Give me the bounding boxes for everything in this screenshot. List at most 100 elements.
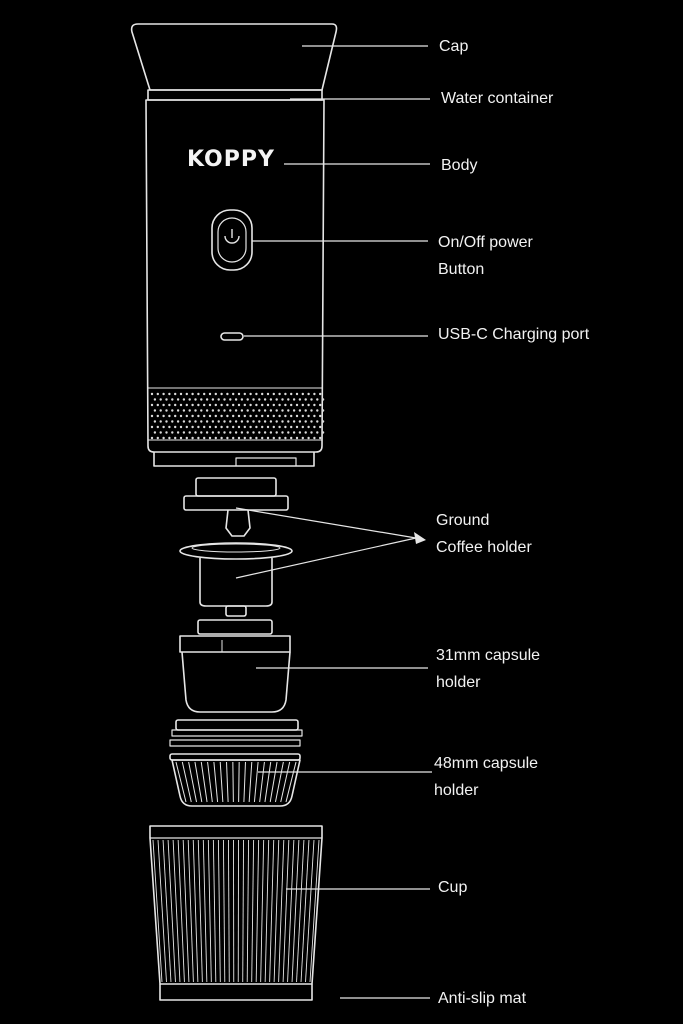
label-power-button-1: On/Off power (438, 234, 533, 251)
grille-dot (284, 414, 287, 418)
grille-dot (266, 392, 270, 396)
grille-dot (263, 409, 267, 412)
grille-dot (258, 409, 261, 412)
grille-dot (284, 425, 287, 429)
grille-dot (214, 436, 217, 440)
capsule48-rib (280, 761, 291, 803)
grille-dot (191, 403, 194, 407)
grille-dot (319, 436, 322, 440)
label-coffee-holder-2: Coffee holder (436, 539, 532, 556)
grille-dot (205, 398, 209, 401)
grille-dot (171, 398, 174, 401)
grille-dot (319, 403, 322, 407)
grille-dot (313, 436, 316, 440)
grille-dot (269, 420, 273, 423)
grille-dot (211, 409, 215, 412)
grille-dot (292, 420, 296, 423)
grille-dot (159, 409, 162, 412)
grille-dot (188, 431, 191, 434)
grille-dot (223, 398, 226, 401)
grille-dot (295, 425, 299, 429)
grille-dot (278, 425, 281, 429)
cup-rib (251, 839, 255, 983)
grille-dot (310, 420, 313, 423)
capsule48-rib (253, 761, 259, 803)
capsule48-rib (259, 761, 265, 803)
grille-dot (168, 414, 171, 418)
grille-dot (243, 392, 246, 396)
grille-dot (275, 420, 278, 423)
grille-dot (203, 403, 206, 407)
grille-dot (237, 392, 241, 396)
grille-dot (263, 420, 267, 423)
grille-dot (176, 431, 180, 434)
grille-dot (304, 398, 307, 401)
grille-dot (292, 398, 296, 401)
vent-grille (150, 392, 325, 440)
grille-dot (275, 409, 278, 412)
grille-dot (310, 431, 313, 434)
capsule48-rib (207, 761, 213, 803)
grille-dot (165, 431, 168, 434)
grille-dot (243, 414, 246, 418)
grille-dot (249, 425, 252, 429)
grille-dot (249, 414, 252, 418)
grille-dot (252, 409, 255, 412)
grille-dot (301, 414, 304, 418)
grille-dot (234, 431, 238, 434)
cup-rib (264, 839, 270, 983)
cup-rib (282, 839, 290, 983)
cup-rib (182, 839, 190, 983)
grille-dot (182, 409, 186, 412)
label-water-container: Water container (441, 90, 554, 107)
grille-dot (307, 403, 310, 407)
grille-dot (153, 409, 157, 412)
grille-dot (261, 425, 264, 429)
label-body: Body (441, 157, 478, 174)
grille-dot (255, 425, 258, 429)
grille-dot (290, 392, 293, 396)
grille-dot (188, 398, 191, 401)
grille-dot (263, 431, 267, 434)
grille-dot (165, 398, 168, 401)
grille-dot (150, 392, 154, 396)
grille-dot (243, 425, 246, 429)
grille-dot (269, 409, 273, 412)
grille-dot (249, 392, 252, 396)
grille-dot (269, 431, 273, 434)
grille-dot (304, 409, 307, 412)
cup-rib (197, 839, 203, 983)
cup-rib (212, 839, 217, 983)
grille-dot (220, 436, 223, 440)
grille-dot (316, 398, 319, 401)
grille-dot (284, 403, 287, 407)
grille-dot (197, 403, 200, 407)
grille-dot (243, 436, 246, 440)
grille-dot (208, 425, 212, 429)
capsule48-rib (181, 761, 192, 803)
capsule48-rib (226, 761, 229, 803)
grille-dot (290, 425, 293, 429)
grille-dot (176, 420, 180, 423)
grille-dot (287, 409, 290, 412)
grille-dot (246, 398, 249, 401)
grille-dot (153, 398, 157, 401)
grille-dot (263, 398, 267, 401)
grille-dot (229, 420, 232, 423)
cup-rib (287, 839, 295, 983)
grille-dot (307, 425, 310, 429)
grille-dot (203, 414, 206, 418)
grille-dot (174, 414, 177, 418)
grille-dot (188, 420, 191, 423)
grille-dot (319, 425, 322, 429)
grille-dot (185, 392, 188, 396)
grille-dot (281, 409, 284, 412)
grille-dot (197, 414, 200, 418)
grille-dot (272, 436, 275, 440)
grille-dot (159, 398, 162, 401)
grille-dot (174, 425, 177, 429)
power-button-shape (211, 209, 253, 271)
body-shape (145, 99, 325, 453)
grille-dot (153, 431, 157, 434)
